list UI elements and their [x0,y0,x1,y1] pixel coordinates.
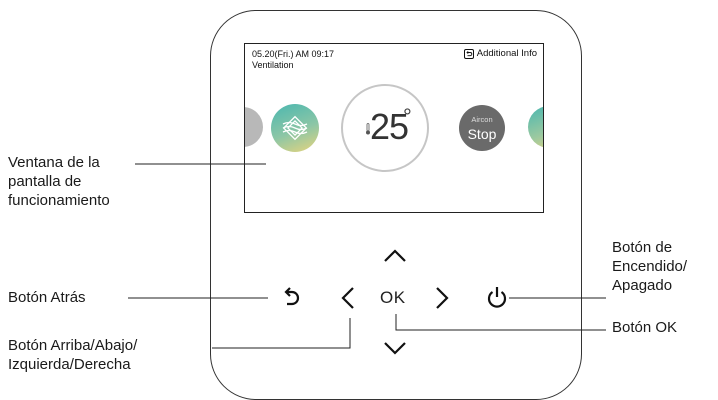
temperature-display[interactable]: 25 ° [341,84,429,172]
aircon-label: Aircon [471,115,493,124]
thermometer-icon [366,123,370,135]
operation-display-screen: 05.20(Fri.) AM 09:17 Ventilation Additio… [244,43,544,213]
mode-carousel-prev-item[interactable] [245,107,263,147]
ventilation-mode-item[interactable] [271,104,319,152]
back-button-label: Botón Atrás [8,289,86,306]
status-datetime: 05.20(Fri.) AM 09:17 [252,49,335,59]
return-arrow-icon [463,48,474,59]
display-window-label: Ventana de la pantalla de funcionamiento [8,154,110,209]
chevron-right-icon[interactable] [434,286,450,310]
mode-label: Ventilation [252,60,294,70]
mode-carousel-next-item[interactable] [528,106,543,148]
temperature-unit: ° [403,104,412,129]
ok-button[interactable]: OK [380,288,406,307]
chevron-down-icon[interactable] [383,340,407,356]
ventilation-fan-icon [282,115,308,141]
aircon-state: Stop [467,126,497,142]
power-button-label: Botón de Encendido/ Apagado [612,239,688,294]
callout-leader-lines [128,163,606,349]
additional-info-label: Additional Info [476,48,537,59]
temperature-value: 25 [369,106,409,147]
power-icon[interactable] [486,285,508,309]
back-arrow-icon[interactable] [283,286,301,308]
navigation-buttons-label: Botón Arriba/Abajo/ Izquierda/Derecha [8,337,138,373]
chevron-up-icon[interactable] [383,248,407,264]
chevron-left-icon[interactable] [340,286,356,310]
aircon-stop-item[interactable]: Aircon Stop [459,105,505,151]
ok-button-label: Botón OK [612,319,678,336]
additional-info-button[interactable]: Additional Info [463,48,537,59]
